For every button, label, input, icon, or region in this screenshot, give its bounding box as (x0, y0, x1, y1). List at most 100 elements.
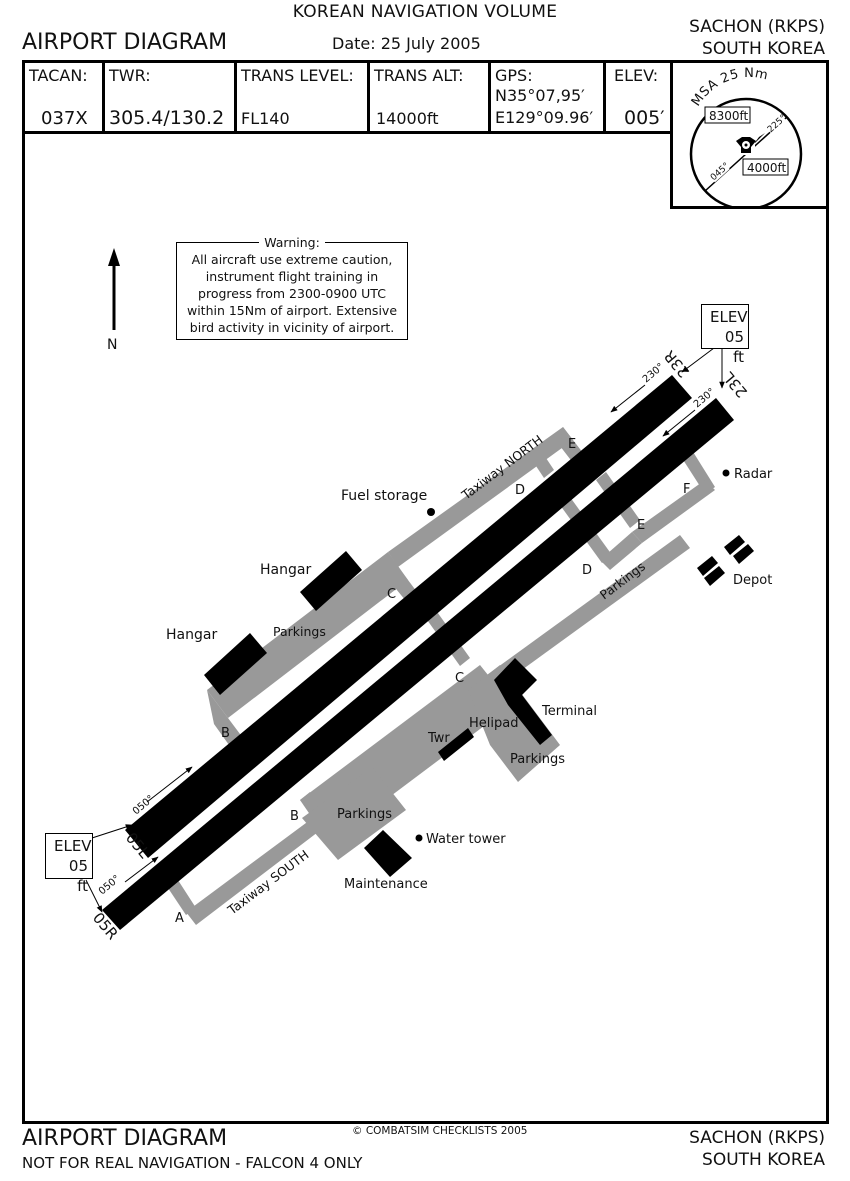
depot-buildings (697, 535, 754, 586)
hangar-north (300, 551, 362, 611)
gps-label: GPS: (495, 66, 533, 85)
parkings-strip-east (480, 535, 690, 693)
footer-country: SOUTH KOREA (702, 1150, 825, 1170)
footer-title: AIRPORT DIAGRAM (22, 1126, 228, 1151)
runway-05R-23L (102, 398, 734, 930)
taxiway-a (166, 877, 196, 915)
footer-disclaimer: NOT FOR REAL NAVIGATION - FALCON 4 ONLY (22, 1154, 363, 1172)
taxiway-letter-f: F (683, 482, 690, 497)
msa-label-bg (765, 113, 787, 135)
trans-alt-cell: TRANS ALT: 14000ft (370, 63, 491, 131)
fuel-storage-marker (427, 508, 435, 516)
footer-airport-name: SACHON (RKPS) (689, 1128, 825, 1148)
airport-name: SACHON (RKPS) (689, 17, 825, 37)
msa-arrow-icon (753, 133, 765, 145)
msa-sector-nw-alt: 8300ft (709, 109, 749, 123)
trans-alt-value: 14000ft (376, 109, 439, 128)
label-radar: Radar (734, 467, 773, 482)
gps-latitude: N35°07,95′ (495, 86, 585, 105)
hangar-south (204, 633, 267, 695)
label-water-tower: Water tower (426, 832, 506, 847)
runway-05L-23R (125, 375, 692, 858)
taxiway-north (388, 427, 573, 567)
tacan-cell: TACAN: 037X (25, 63, 105, 131)
elev-callout-value: 05 ft (68, 857, 88, 895)
chart-date: Date: 25 July 2005 (332, 34, 481, 53)
trans-alt-label: TRANS ALT: (374, 66, 464, 85)
elev-callout-label: ELEV (54, 837, 92, 855)
warning-text: All aircraft use extreme caution, instru… (186, 252, 398, 335)
taxiway-letter-b: B (290, 809, 299, 824)
elev-leader-05R (85, 879, 103, 913)
label-parkings-terminal: Parkings (510, 752, 565, 767)
diagram-frame (22, 60, 829, 1124)
tower-label: TWR: (109, 66, 151, 85)
taxiway-letter-e: E (568, 437, 576, 452)
heading-05R: 050° (97, 873, 123, 897)
label-parkings-south: Parkings (337, 807, 392, 822)
taxiway-letter-b: B (221, 726, 230, 741)
elevation-callout-east: ELEV 05 ft (701, 304, 749, 366)
parking-apron-south (302, 767, 406, 860)
water-tower-marker (415, 834, 423, 842)
msa-sector-nw-box (704, 106, 751, 124)
taxiway-letter-d: D (515, 483, 525, 498)
msa-label-bg (708, 161, 730, 183)
gps-longitude: E129°09.96′ (495, 108, 594, 127)
label-hangar-south: Hangar (166, 627, 217, 643)
taxiway-letter-c: C (387, 587, 396, 602)
elev-callout-label: ELEV (710, 308, 748, 326)
airport-location: SACHON (RKPS) SOUTH KOREA (689, 16, 825, 60)
airport-country: SOUTH KOREA (702, 39, 825, 59)
elev-callout-value: 05 ft (724, 328, 744, 366)
elevation-callout-west: ELEV 05 ft (45, 833, 93, 895)
taxiway-south (186, 820, 318, 925)
terminal-building (494, 658, 552, 745)
label-tower: Twr (427, 731, 450, 746)
parking-apron-west (207, 552, 408, 718)
gps-cell: GPS: N35°07,95′ E129°09.96′ (491, 63, 606, 131)
taxiway-b-north (207, 690, 246, 752)
heading-arrow-23L (662, 409, 696, 437)
taxiway-letter-d: D (582, 563, 592, 578)
north-arrow-icon (108, 248, 120, 266)
radar-marker (722, 469, 730, 477)
msa-panel: MSA 25 Nm 8300ft 4000ft 225° 045° (670, 63, 826, 211)
runway-id-23L: 23L (719, 368, 751, 401)
taxiway-f-south (632, 480, 715, 543)
msa-sector-se-alt: 4000ft (747, 161, 787, 175)
label-depot: Depot (733, 573, 772, 588)
info-bar-divider (25, 131, 670, 134)
trans-level-value: FL140 (241, 109, 290, 128)
taxiway-d-south (600, 532, 642, 570)
tower-frequency: 305.4/130.2 (109, 107, 225, 129)
label-helipad: Helipad (469, 716, 518, 731)
heading-arrow-05R (124, 856, 159, 883)
heading-23R: 230° (641, 361, 667, 385)
control-tower (438, 728, 474, 761)
taxiway-letter-a: A (175, 911, 184, 926)
info-bar: TACAN: 037X TWR: 305.4/130.2 TRANS LEVEL… (25, 63, 671, 131)
heading-arrow-05L (146, 766, 193, 803)
footer-location: SACHON (RKPS) SOUTH KOREA (689, 1127, 825, 1171)
label-maintenance: Maintenance (344, 877, 428, 892)
trans-level-cell: TRANS LEVEL: FL140 (237, 63, 370, 131)
tacan-label: TACAN: (29, 66, 88, 85)
label-hangar-north: Hangar (260, 562, 311, 578)
msa-sector-se-box (742, 158, 789, 176)
elevation-label: ELEV: (614, 66, 659, 85)
label-parkings-west: Parkings (273, 624, 326, 639)
tower-cell: TWR: 305.4/130.2 (105, 63, 237, 131)
trans-level-label: TRANS LEVEL: (241, 66, 354, 85)
runway-id-23R: 23R (660, 347, 693, 381)
airport-symbol-icon (736, 137, 756, 153)
label-terminal: Terminal (541, 704, 597, 719)
tacan-value: 037X (41, 108, 88, 129)
taxiway-letter-e: E (637, 518, 645, 533)
warning-title-wrap: Warning: (177, 234, 407, 251)
taxiway-d-north (528, 446, 554, 478)
warning-title: Warning: (259, 235, 325, 250)
page-title: AIRPORT DIAGRAM (22, 30, 228, 55)
elevation-cell: ELEV: 005′ (606, 63, 671, 131)
